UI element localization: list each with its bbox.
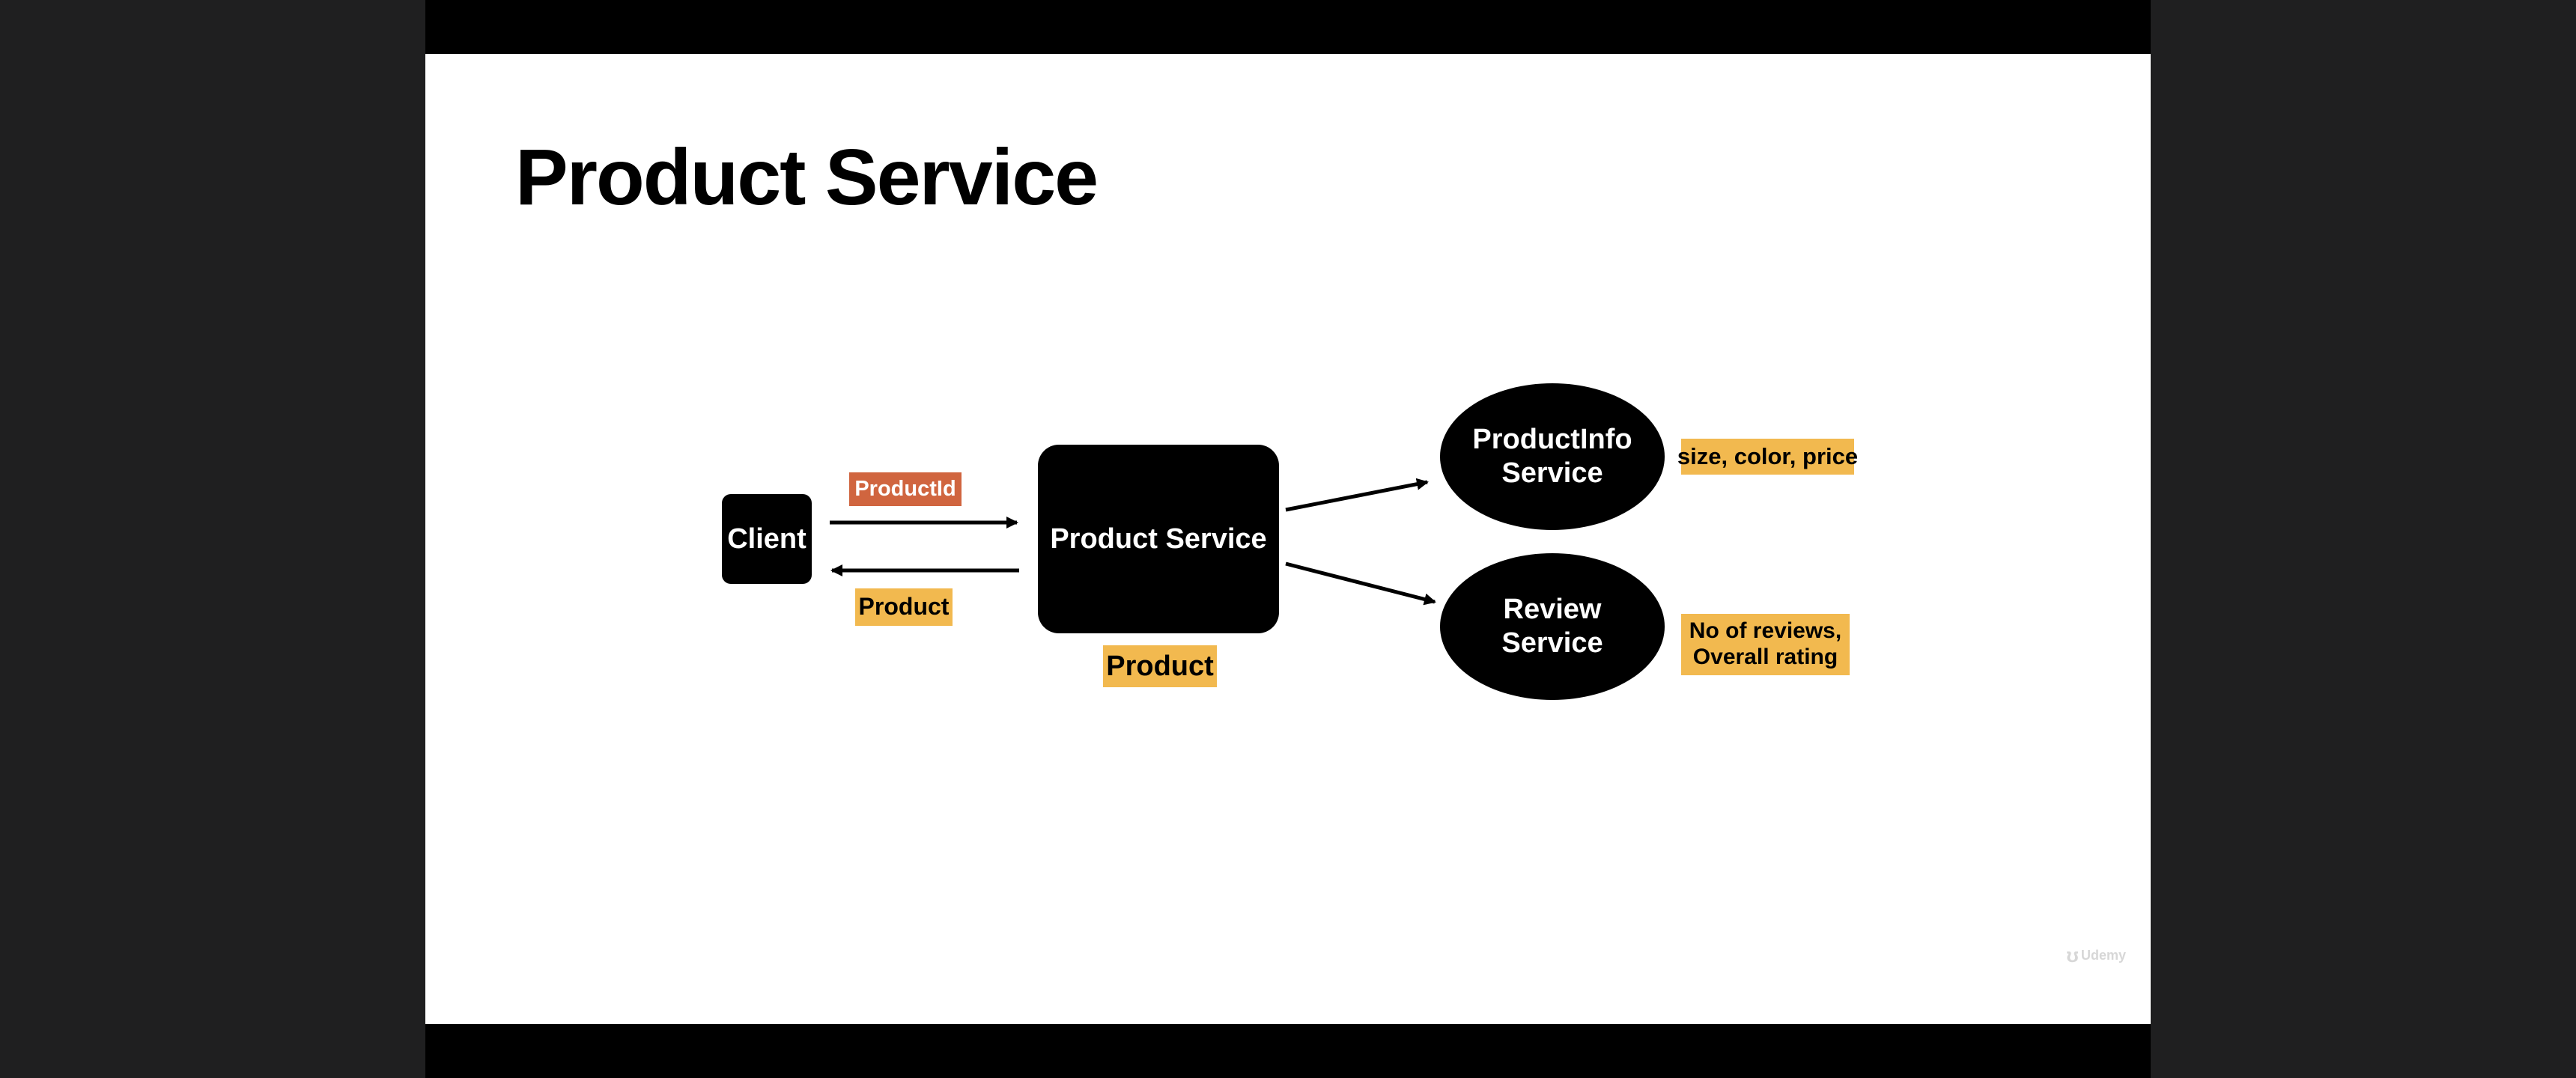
- productid-request-label: ProductId: [849, 472, 962, 506]
- review-fields-label: No of reviews, Overall rating: [1681, 614, 1850, 675]
- diagram-arrows: [830, 478, 1436, 606]
- slide-title: Product Service: [515, 133, 1099, 222]
- product-service-output-label: Product: [1103, 645, 1217, 687]
- product-service-node: Product Service: [1038, 445, 1279, 633]
- productinfo-service-node: ProductInfo Service: [1440, 383, 1665, 530]
- review-service-node: Review Service: [1440, 553, 1665, 700]
- productinfo-fields-label: size, color, price: [1677, 439, 1858, 475]
- product-response-label: Product: [855, 588, 953, 626]
- product-service-to-review-arrow: [1285, 561, 1436, 606]
- product-service-to-productinfo-arrow: [1285, 478, 1429, 512]
- client-node: Client: [722, 494, 812, 584]
- udemy-watermark: ʊ Udemy: [2066, 945, 2126, 966]
- watermark-brand: Udemy: [2080, 948, 2126, 963]
- udemy-logo-icon: ʊ: [2066, 944, 2079, 966]
- presentation-slide: Product Service Client Product Service P…: [425, 54, 2151, 1024]
